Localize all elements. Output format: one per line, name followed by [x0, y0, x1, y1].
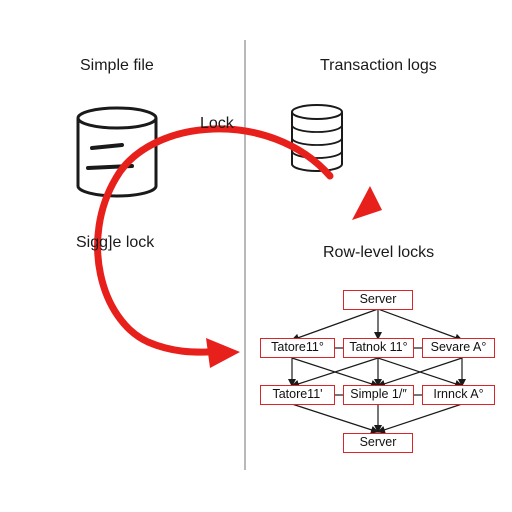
tree-node-row2-right: Irnnck A° [422, 385, 495, 405]
tree-node-row2-left: Tatore11' [260, 385, 335, 405]
row-level-locks-label: Row-level locks [323, 244, 435, 261]
lock-arrow-label: Lock [200, 115, 234, 132]
lock-arrow [94, 125, 382, 368]
tree-node-row1-left: Tatore11° [260, 338, 335, 358]
transaction-logs-title: Transaction logs [320, 57, 437, 74]
tree-node-server-top: Server [343, 290, 413, 310]
tree-connectors [288, 308, 466, 434]
tree-node-server-bottom: Server [343, 433, 413, 453]
simple-file-title: Simple file [80, 57, 154, 74]
arrowhead-bottom [206, 338, 240, 368]
tree-node-row1-right: Sevare A° [422, 338, 495, 358]
single-lock-label: Sigg]e lock [76, 234, 155, 251]
tree-node-row2-middle: Simple 1/″ [343, 385, 414, 405]
arrowhead-top-right [352, 186, 382, 220]
tree-node-row1-middle: Tatnok 11° [343, 338, 414, 358]
database-cylinder-icon [76, 106, 158, 198]
